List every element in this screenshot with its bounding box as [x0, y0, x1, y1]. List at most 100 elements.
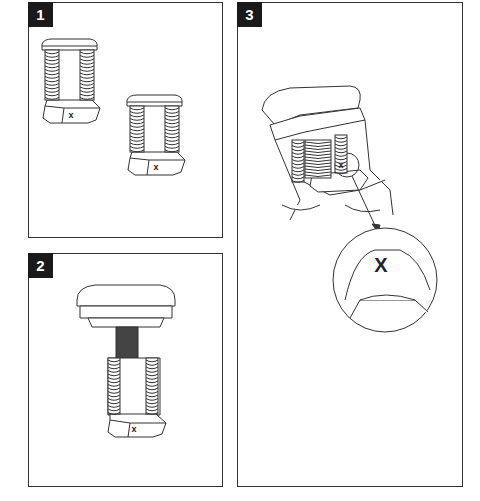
step-number: 2 — [36, 257, 44, 274]
coil-stroke — [305, 154, 331, 156]
step-number: 1 — [36, 6, 44, 23]
coil-stroke — [130, 115, 144, 117]
coil-stroke — [335, 141, 347, 143]
coil-stroke — [292, 149, 304, 151]
coil-stroke — [80, 59, 94, 61]
caliper-assembly — [262, 86, 437, 332]
coil-stroke — [108, 374, 120, 376]
coil-stroke — [305, 151, 331, 153]
spring-clip — [127, 95, 185, 175]
step-badge: 1 — [28, 2, 53, 27]
coil-stroke — [45, 77, 59, 79]
coil-stroke — [130, 108, 144, 110]
coil-stroke — [130, 143, 144, 145]
coil-stroke — [305, 169, 331, 171]
coil-stroke — [305, 157, 331, 159]
coil-stroke — [292, 177, 304, 179]
coil-stroke — [45, 73, 59, 75]
coil-stroke — [165, 150, 179, 152]
coil-stroke — [80, 77, 94, 79]
spring-clip — [42, 39, 100, 123]
coil-stroke — [335, 135, 347, 173]
coil-stroke — [108, 388, 120, 390]
coil-stroke — [108, 364, 120, 366]
brand-mark: x — [131, 425, 136, 434]
coil-stroke — [108, 392, 120, 394]
coil-stroke — [80, 80, 94, 82]
coil-stroke — [305, 142, 331, 144]
coil-stroke — [292, 160, 304, 162]
coil-stroke — [305, 166, 331, 168]
coil-stroke — [146, 364, 158, 366]
coil-stroke — [45, 94, 59, 96]
coil-stroke — [305, 140, 331, 178]
coil-stroke — [335, 151, 347, 153]
coil-stroke — [146, 392, 158, 394]
coil-stroke — [108, 358, 120, 414]
coil-stroke — [165, 106, 179, 152]
step-badge: 2 — [28, 253, 53, 278]
coil-stroke — [130, 112, 144, 114]
coil-stroke — [292, 163, 304, 165]
coil-stroke — [45, 87, 59, 89]
coil-stroke — [292, 181, 304, 183]
coil-stroke — [335, 137, 347, 139]
coil-stroke — [80, 98, 94, 100]
coil-stroke — [130, 133, 144, 135]
coil-stroke — [45, 98, 59, 100]
coil-windings — [45, 50, 347, 414]
coil-stroke — [45, 50, 59, 100]
coil-stroke — [305, 160, 331, 162]
coil-stroke — [292, 140, 304, 182]
coil-stroke — [146, 358, 158, 414]
coil-stroke — [45, 84, 59, 86]
coil-stroke — [165, 122, 179, 124]
coil-stroke — [130, 106, 144, 152]
coil-stroke — [305, 172, 331, 174]
coil-stroke — [305, 148, 331, 150]
coil-stroke — [108, 399, 120, 401]
coil-stroke — [80, 56, 94, 58]
coil-stroke — [130, 140, 144, 142]
coil-stroke — [130, 150, 144, 152]
coil-stroke — [165, 129, 179, 131]
coil-stroke — [292, 174, 304, 176]
coil-stroke — [45, 59, 59, 61]
coil-stroke — [335, 172, 347, 174]
panel-frames — [29, 3, 463, 487]
coil-stroke — [45, 70, 59, 72]
coil-stroke — [108, 360, 120, 362]
coil-stroke — [146, 385, 158, 387]
coil-stroke — [80, 63, 94, 65]
coil-stroke — [165, 133, 179, 135]
coil-stroke — [45, 63, 59, 65]
coil-stroke — [108, 367, 120, 369]
step-number: 3 — [245, 6, 253, 23]
coil-stroke — [165, 119, 179, 121]
coil-stroke — [80, 91, 94, 93]
coil-stroke — [335, 148, 347, 150]
coil-stroke — [146, 360, 158, 362]
coil-stroke — [146, 367, 158, 369]
coil-stroke — [108, 409, 120, 411]
coil-stroke — [80, 73, 94, 75]
coil-stroke — [335, 155, 347, 157]
spring-assembly — [77, 285, 175, 437]
coil-stroke — [108, 371, 120, 373]
coil-stroke — [80, 52, 94, 54]
coil-stroke — [292, 170, 304, 172]
coil-stroke — [335, 158, 347, 160]
coil-stroke — [292, 146, 304, 148]
coil-stroke — [146, 378, 158, 380]
coil-stroke — [130, 119, 144, 121]
coil-stroke — [80, 66, 94, 68]
coil-stroke — [45, 66, 59, 68]
coil-stroke — [292, 153, 304, 155]
coil-stroke — [130, 147, 144, 149]
coil-stroke — [292, 142, 304, 144]
coil-stroke — [108, 378, 120, 380]
coil-stroke — [292, 156, 304, 158]
coil-stroke — [146, 381, 158, 383]
coil-stroke — [165, 147, 179, 149]
